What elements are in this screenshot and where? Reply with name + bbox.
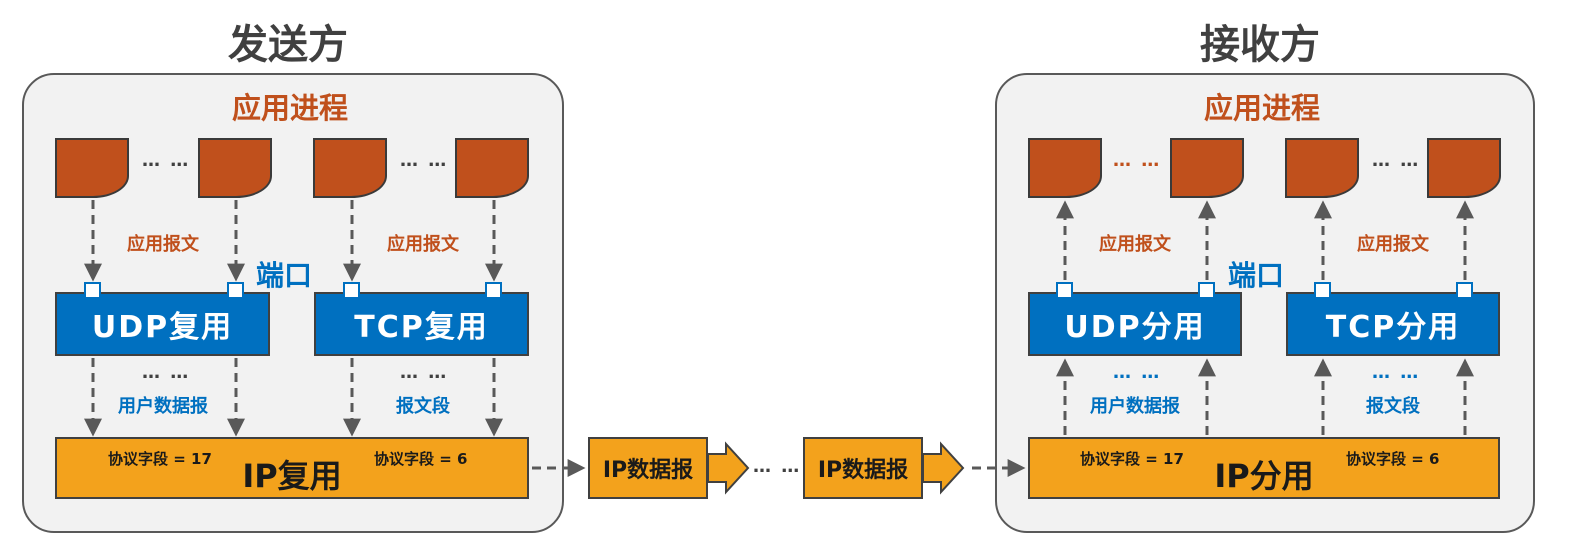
sender-port-label: 端口 bbox=[256, 259, 313, 292]
transit-packet-2: IP数据报 bbox=[803, 437, 923, 499]
receiver-ip-demux bbox=[1028, 437, 1500, 499]
receiver-process-4 bbox=[1427, 138, 1501, 198]
sender-process-1 bbox=[55, 138, 129, 198]
receiver-process-1 bbox=[1028, 138, 1102, 198]
receiver-app-title: 应用进程 bbox=[1203, 91, 1320, 125]
receiver-title: 接收方 bbox=[1200, 22, 1320, 68]
sender-process-2 bbox=[198, 138, 272, 198]
sender-process-3 bbox=[313, 138, 387, 198]
receiver-datagram-label: 用户数据报 bbox=[1090, 396, 1180, 417]
transit-packet-1: IP数据报 bbox=[588, 437, 708, 499]
sender-app-title: 应用进程 bbox=[231, 91, 348, 125]
sender-process-dots-right: … … bbox=[400, 150, 449, 171]
receiver-proto-tcp: 协议字段 = 6 bbox=[1346, 450, 1440, 468]
receiver-port-3 bbox=[1314, 282, 1331, 299]
receiver-port-4 bbox=[1456, 282, 1473, 299]
receiver-tcp-dots: … … bbox=[1372, 362, 1421, 383]
receiver-port-label: 端口 bbox=[1228, 259, 1285, 292]
sender-udp-mux: UDP复用 bbox=[55, 292, 270, 356]
receiver-process-dots-left: … … bbox=[1113, 150, 1162, 171]
receiver-udp-dots: … … bbox=[1113, 362, 1162, 383]
sender-proto-udp: 协议字段 = 17 bbox=[108, 450, 212, 468]
sender-port-3 bbox=[343, 282, 360, 299]
receiver-ip-label: IP分用 bbox=[1214, 457, 1314, 495]
receiver-process-dots-right: … … bbox=[1372, 150, 1421, 171]
packet-2-arrowhead bbox=[922, 441, 965, 495]
packet-1-arrowhead bbox=[707, 441, 750, 495]
receiver-segment-label: 报文段 bbox=[1366, 396, 1420, 417]
sender-port-1 bbox=[84, 282, 101, 299]
sender-segment-label: 报文段 bbox=[396, 396, 450, 417]
receiver-msg-label-left: 应用报文 bbox=[1099, 234, 1171, 255]
sender-port-2 bbox=[227, 282, 244, 299]
sender-port-4 bbox=[485, 282, 502, 299]
sender-title: 发送方 bbox=[228, 22, 348, 68]
sender-datagram-label: 用户数据报 bbox=[118, 396, 208, 417]
sender-ip-label: IP复用 bbox=[242, 457, 342, 495]
sender-process-dots-left: … … bbox=[142, 150, 191, 171]
sender-process-4 bbox=[455, 138, 529, 198]
receiver-msg-label-right: 应用报文 bbox=[1357, 234, 1429, 255]
sender-ip-mux bbox=[55, 437, 529, 499]
receiver-udp-demux: UDP分用 bbox=[1028, 292, 1242, 356]
receiver-proto-udp: 协议字段 = 17 bbox=[1080, 450, 1184, 468]
receiver-process-3 bbox=[1285, 138, 1359, 198]
sender-tcp-mux: TCP复用 bbox=[314, 292, 529, 356]
sender-tcp-dots: … … bbox=[400, 362, 449, 383]
sender-udp-dots: … … bbox=[142, 362, 191, 383]
sender-msg-label-left: 应用报文 bbox=[127, 234, 199, 255]
receiver-port-2 bbox=[1198, 282, 1215, 299]
sender-proto-tcp: 协议字段 = 6 bbox=[374, 450, 468, 468]
sender-msg-label-right: 应用报文 bbox=[387, 234, 459, 255]
transit-dots: … … bbox=[753, 456, 802, 477]
receiver-port-1 bbox=[1056, 282, 1073, 299]
receiver-process-2 bbox=[1170, 138, 1244, 198]
receiver-tcp-demux: TCP分用 bbox=[1286, 292, 1500, 356]
